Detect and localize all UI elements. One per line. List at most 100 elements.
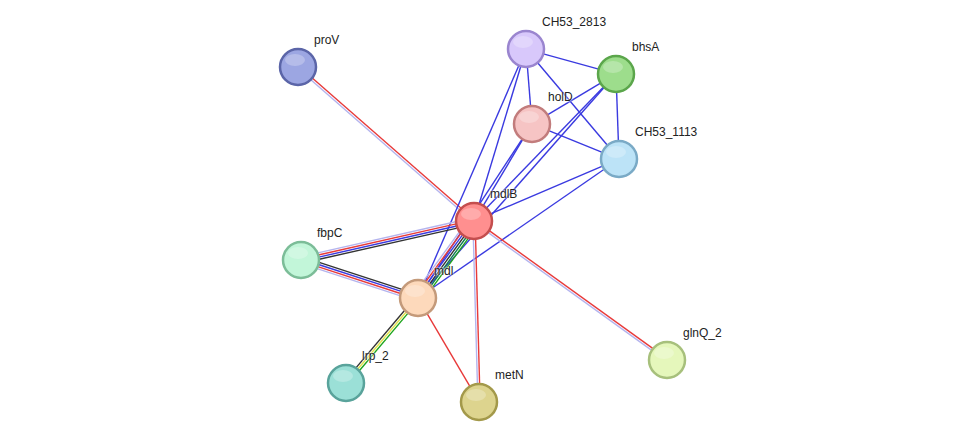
evidence-line (317, 269, 400, 296)
node-label: glnQ_2 (683, 326, 722, 340)
protein-node: lrp_2 (326, 363, 366, 403)
interaction-edge (617, 92, 619, 141)
evidence-line (426, 234, 461, 282)
node-circle-shape (601, 141, 637, 177)
evidence-line (312, 78, 461, 208)
evidence-line (479, 66, 521, 204)
evidence-line (431, 237, 466, 285)
node-highlight (461, 208, 481, 220)
interaction-edge (543, 54, 598, 69)
node-highlight (285, 54, 305, 66)
interaction-edge (318, 222, 457, 260)
interaction-edge (479, 66, 521, 204)
evidence-line (424, 232, 459, 280)
evidence-line (433, 239, 468, 287)
node-circle (326, 363, 366, 403)
protein-node: CH53_1113 (599, 139, 639, 179)
evidence-line (549, 131, 603, 153)
interaction-edge (549, 131, 603, 153)
node-circle-shape (456, 203, 492, 239)
evidence-line (489, 231, 653, 349)
node-circle-shape (649, 342, 685, 378)
evidence-line (318, 265, 401, 292)
evidence-line (428, 139, 522, 283)
protein-node: holD (512, 104, 552, 144)
node-circle (647, 340, 687, 380)
node-circle (596, 54, 636, 94)
evidence-line (318, 222, 456, 253)
evidence-line (433, 169, 604, 288)
node-label: proV (314, 33, 339, 47)
node-circle (599, 139, 639, 179)
evidence-line (356, 310, 405, 368)
evidence-line (311, 80, 460, 210)
node-label: metN (495, 368, 524, 382)
evidence-line (425, 66, 519, 282)
node-circle-shape (598, 56, 634, 92)
protein-node: CH53_2813 (506, 29, 546, 69)
node-highlight (654, 347, 674, 359)
node-label: CH53_2813 (542, 15, 606, 29)
node-circle (506, 29, 546, 69)
interaction-edge (311, 78, 461, 210)
interaction-edge (427, 314, 470, 387)
evidence-line (318, 267, 401, 294)
node-highlight (288, 247, 308, 259)
evidence-line (483, 139, 523, 205)
node-highlight (519, 111, 539, 123)
node-label: bhsA (632, 40, 659, 54)
node-circle-shape (514, 106, 550, 142)
node-label: holD (548, 90, 573, 104)
evidence-line (319, 262, 402, 289)
interaction-edge (356, 310, 408, 370)
node-highlight (603, 61, 623, 73)
node-circle-shape (400, 280, 436, 316)
node-circle-shape (280, 49, 316, 85)
protein-node: bhsA (596, 54, 636, 94)
node-circle-shape (328, 365, 364, 401)
protein-node: mdl (398, 278, 438, 318)
protein-node: glnQ_2 (647, 340, 687, 380)
evidence-line (473, 239, 477, 384)
evidence-line (617, 92, 619, 141)
node-circle (398, 278, 438, 318)
node-circle (459, 382, 499, 422)
node-label: CH53_1113 (635, 125, 697, 139)
node-label: mdlB (490, 187, 517, 201)
evidence-line (543, 54, 598, 69)
evidence-line (359, 313, 408, 371)
evidence-line (427, 314, 470, 387)
node-label: mdl (434, 264, 453, 278)
evidence-line (429, 236, 464, 284)
node-circle-shape (461, 384, 497, 420)
interaction-edge (483, 139, 523, 205)
node-circle (512, 104, 552, 144)
interaction-edge (317, 262, 402, 295)
evidence-line (428, 235, 463, 283)
node-highlight (466, 389, 486, 401)
protein-node: fbpC (281, 240, 321, 280)
node-highlight (405, 285, 425, 297)
node-highlight (333, 370, 353, 382)
node-label: fbpC (317, 226, 342, 240)
node-circle (281, 240, 321, 280)
node-circle (454, 201, 494, 241)
protein-node: mdlB (454, 201, 494, 241)
evidence-line (527, 67, 530, 106)
interaction-edge (527, 67, 530, 106)
node-circle (278, 47, 318, 87)
interaction-edge (488, 231, 653, 351)
interaction-edge (491, 166, 603, 214)
interaction-edge (425, 66, 519, 282)
node-highlight (606, 146, 626, 158)
node-label: lrp_2 (362, 349, 389, 363)
interaction-edge (424, 232, 468, 286)
interaction-edge (428, 139, 522, 283)
protein-node: metN (459, 382, 499, 422)
node-highlight (513, 36, 533, 48)
evidence-line (488, 232, 652, 350)
interaction-edge (433, 169, 604, 288)
protein-node: proV (278, 47, 318, 87)
evidence-line (491, 166, 603, 214)
